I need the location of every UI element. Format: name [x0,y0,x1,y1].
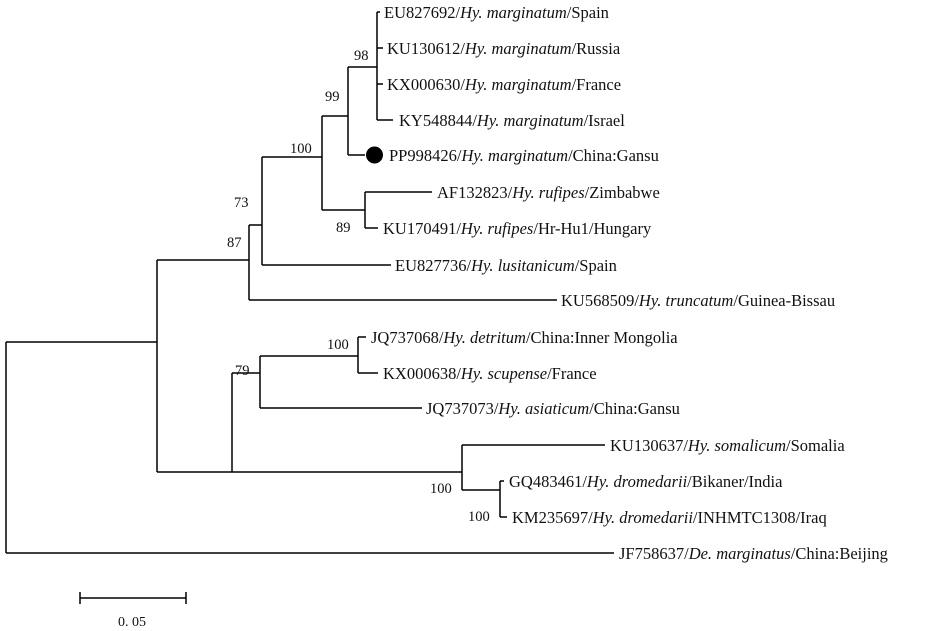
branch-node-99 [347,66,377,156]
branch-node-73 [261,156,391,266]
taxon-label-ku568509: KU568509/Hy. truncatum/Guinea-Bissau [561,291,835,310]
bootstrap-100-marginatum-rufipes: 100 [290,141,312,157]
taxon-label-ky548844: KY548844/Hy. marginatum/Israel [399,111,625,130]
taxon-label-eu827736: EU827736/Hy. lusitanicum/Spain [395,256,617,275]
scale-bar: 0. 05 [79,592,187,630]
bootstrap-99: 99 [325,89,340,105]
branch-node-89 [364,191,432,229]
branch-node-87 [248,224,557,301]
bootstrap-79: 79 [235,363,250,379]
taxon-label-gq483461: GQ483461/Hy. dromedarii/Bikaner/India [509,472,783,491]
taxon-label-kx000638: KX000638/Hy. scupense/France [383,364,597,383]
bootstrap-87: 87 [227,235,242,251]
tree-branches [5,11,614,554]
taxon-label-pp998426: PP998426/Hy. marginatum/China:Gansu [389,146,659,165]
branch-node-79-split [232,355,422,409]
taxon-label-eu827692: EU827692/Hy. marginatum/Spain [384,3,609,22]
bootstrap-values: 98 99 100 89 73 87 100 79 100 100 [227,48,490,525]
branch-node-100-marg-rufi [321,115,365,211]
taxon-label-ku170491: KU170491/Hy. rufipes/Hr-Hu1/Hungary [383,219,652,238]
taxon-label-jq737073: JQ737073/Hy. asiaticum/China:Gansu [426,399,680,418]
taxon-label-km235697: KM235697/Hy. dromedarii/INHMTC1308/Iraq [512,508,827,527]
branch-root [5,341,614,554]
taxon-label-ku130612: KU130612/Hy. marginatum/Russia [387,39,621,58]
bootstrap-98: 98 [354,48,369,64]
highlight-dot-marker [366,146,383,164]
bootstrap-89: 89 [336,220,351,236]
branch-node-100-dromedarii [499,480,507,518]
taxon-label-kx000630: KX000630/Hy. marginatum/France [387,75,621,94]
bootstrap-73: 73 [234,195,249,211]
branch-ingroup [156,259,249,473]
branch-node-100-somalicum [232,444,605,491]
tip-labels: EU827692/Hy. marginatum/Spain KU130612/H… [371,3,888,563]
bootstrap-100-detritum: 100 [327,337,349,353]
branch-node-100-detritum [357,336,378,374]
scale-bar-line [79,592,187,604]
bootstrap-100-dromedarii: 100 [468,509,490,525]
taxon-label-jf758637: JF758637/De. marginatus/China:Beijing [619,544,888,563]
scale-bar-label: 0. 05 [118,615,146,630]
taxon-label-jq737068: JQ737068/Hy. detritum/China:Inner Mongol… [371,328,678,347]
taxon-label-ku130637: KU130637/Hy. somalicum/Somalia [610,436,845,455]
branch-node-98 [376,11,393,121]
bootstrap-100-somalicum: 100 [430,481,452,497]
taxon-label-af132823: AF132823/Hy. rufipes/Zimbabwe [437,183,660,202]
